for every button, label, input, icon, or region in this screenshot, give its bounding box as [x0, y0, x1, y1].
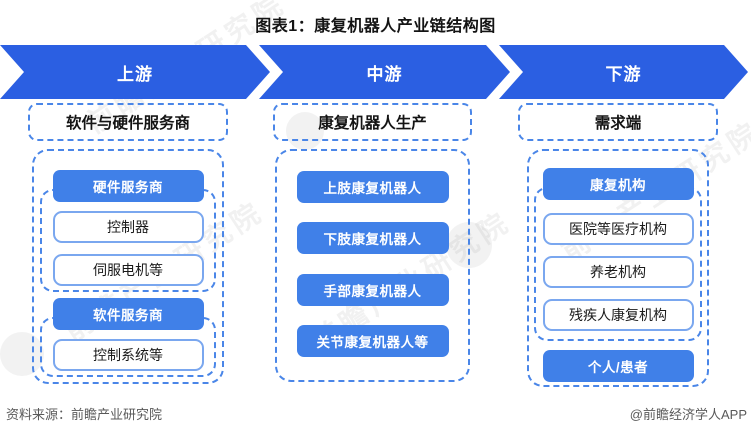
rehab-institution-group: 康复机构 医院等医疗机构 养老机构 残疾人康复机构	[529, 168, 707, 341]
software-group: 软件服务商 控制系统等	[34, 298, 222, 377]
downstream-column: 需求端 康复机构 医院等医疗机构 养老机构 残疾人康复机构 个人/患者	[518, 103, 718, 387]
data-source-text: 资料来源：前瞻产业研究院	[6, 407, 163, 422]
software-provider-pill: 软件服务商	[52, 298, 204, 330]
midstream-column: 康复机器人生产 上肢康复机器人 下肢康复机器人 手部康复机器人 关节康复机器人等	[273, 103, 472, 382]
servo-motor-box: 伺服电机等	[52, 254, 204, 286]
rehab-institution-pill: 康复机构	[542, 168, 694, 200]
joint-robot-pill: 关节康复机器人等	[296, 324, 449, 357]
midstream-container: 上肢康复机器人 下肢康复机器人 手部康复机器人 关节康复机器人等	[275, 149, 470, 382]
midstream-arrow-shape	[259, 45, 510, 99]
elderly-care-box: 养老机构	[542, 256, 694, 288]
stage-label-downstream: 下游	[605, 64, 642, 84]
page-title: 图表1：康复机器人产业链结构图	[255, 18, 496, 35]
stage-label-upstream: 上游	[117, 64, 153, 84]
upstream-column: 软件与硬件服务商 硬件服务商 控制器 伺服电机等 软件服务商 控制系统等	[28, 103, 228, 384]
flow-arrow-band	[0, 45, 748, 99]
software-subbox: 控制系统等	[40, 317, 216, 377]
hardware-group: 硬件服务商 控制器 伺服电机等	[34, 170, 222, 292]
institution-subbox: 医院等医疗机构 养老机构 残疾人康复机构	[534, 187, 702, 341]
disabled-rehab-box: 残疾人康复机构	[542, 299, 694, 331]
upstream-arrow-shape	[0, 45, 270, 99]
downstream-container: 康复机构 医院等医疗机构 养老机构 残疾人康复机构 个人/患者	[527, 149, 709, 387]
downstream-header-box: 需求端	[518, 103, 718, 141]
upstream-container: 硬件服务商 控制器 伺服电机等 软件服务商 控制系统等	[32, 149, 224, 384]
midstream-header-box: 康复机器人生产	[273, 103, 472, 141]
upstream-header-box: 软件与硬件服务商	[28, 103, 228, 141]
hardware-subbox: 控制器 伺服电机等	[40, 189, 216, 292]
individual-patient-pill: 个人/患者	[542, 350, 694, 382]
controller-box: 控制器	[52, 211, 204, 243]
hospital-box: 医院等医疗机构	[542, 213, 694, 245]
downstream-arrow-shape	[499, 45, 748, 99]
credit-text: @前瞻经济学人APP	[629, 407, 747, 422]
hardware-provider-pill: 硬件服务商	[52, 170, 204, 202]
lower-limb-robot-pill: 下肢康复机器人	[296, 222, 449, 255]
control-system-box: 控制系统等	[52, 339, 204, 371]
hand-robot-pill: 手部康复机器人	[296, 273, 449, 306]
stage-label-midstream: 中游	[366, 64, 403, 84]
upper-limb-robot-pill: 上肢康复机器人	[296, 171, 449, 203]
